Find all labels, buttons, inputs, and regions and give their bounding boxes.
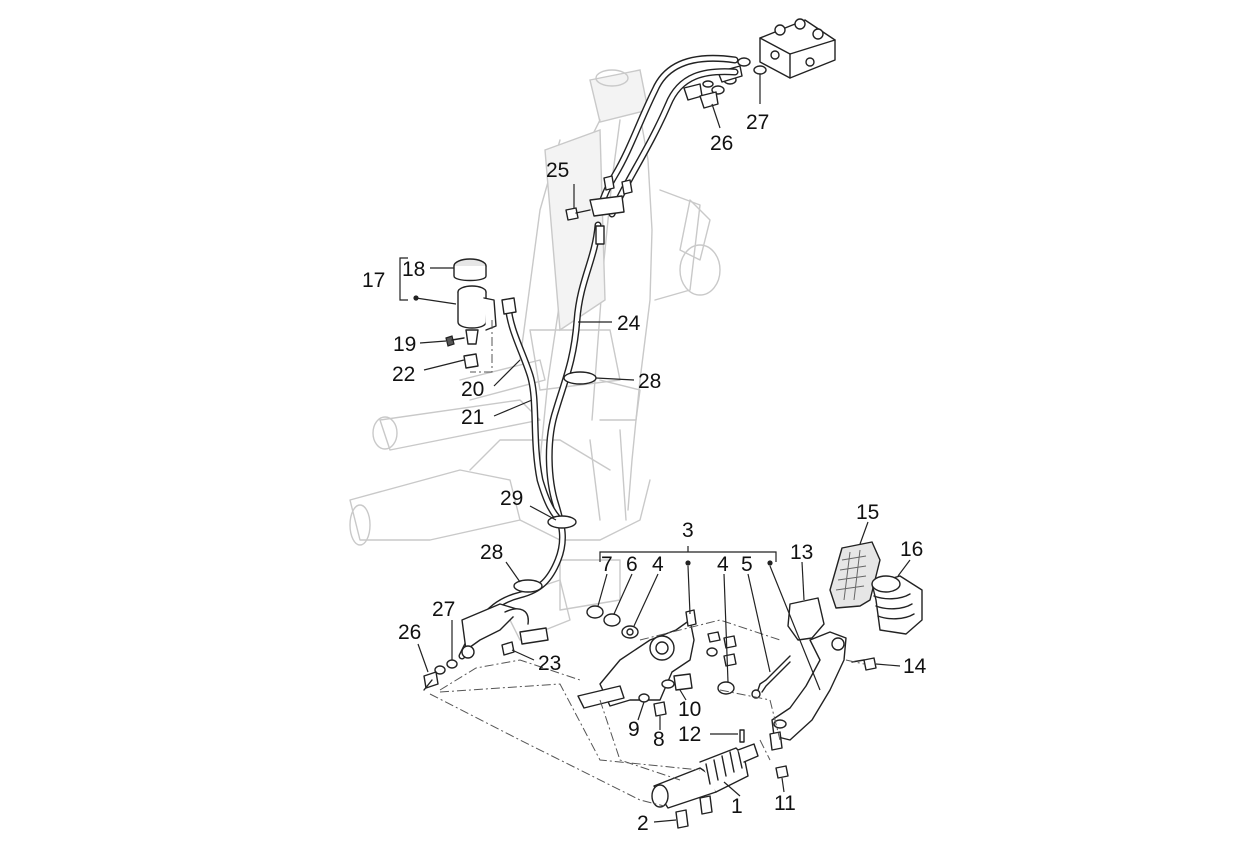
callout-19: 19 [393,333,416,356]
callout-25: 25 [546,159,569,182]
callout-2: 2 [637,812,649,835]
assembly-lines [429,619,865,807]
callout-9: 9 [628,718,640,741]
callout-labels: 1 2 3 4 4 5 6 7 8 9 10 11 12 13 14 15 16… [362,111,927,835]
return-spring [751,655,791,699]
frame-ghost [349,69,721,641]
callout-7: 7 [601,553,613,576]
callout-23: 23 [538,652,561,675]
pedal-pad [829,541,881,609]
left-banjo-fitting [423,603,549,691]
callout-8: 8 [653,728,665,751]
callout-10: 10 [678,698,701,721]
brake-pedal [769,597,847,751]
callout-28b: 28 [480,541,503,564]
bushings [586,605,639,639]
callout-24: 24 [617,312,641,335]
abs-hydraulic-unit [759,18,836,79]
callout-27a: 27 [746,111,769,134]
rubber-boot [871,575,923,635]
callout-17: 17 [362,269,385,292]
callout-12: 12 [678,723,701,746]
master-cylinder [651,729,759,809]
top-fittings [683,57,767,109]
callout-4a: 4 [652,553,664,576]
callout-28a: 28 [638,370,661,393]
callout-20: 20 [461,378,484,401]
bolts-2-11 [675,765,789,829]
callout-13: 13 [790,541,813,564]
brake-fluid-reservoir [445,258,517,369]
callout-11: 11 [774,792,796,815]
callout-15: 15 [856,501,879,524]
callout-3: 3 [682,519,694,542]
callout-21: 21 [461,406,484,429]
pedal-bracket [577,609,697,709]
callout-26a: 26 [710,132,733,155]
callout-22: 22 [392,363,415,386]
callout-5: 5 [741,553,753,576]
dot-3b [767,560,773,566]
small-bolts [706,631,737,695]
hose-junction [589,175,633,245]
callout-1: 1 [731,795,743,818]
callout-29: 29 [500,487,523,510]
callout-14: 14 [903,655,927,678]
leader-lines [399,74,911,823]
callout-27b: 27 [432,598,455,621]
stop-switch [661,673,693,691]
bolt-25 [565,207,591,221]
callout-16: 16 [900,538,923,561]
callout-4b: 4 [717,553,729,576]
reservoir-dash [470,320,493,373]
dot-3a [685,560,691,566]
callout-6: 6 [626,553,638,576]
callout-26b: 26 [398,621,421,644]
callout-18: 18 [402,258,425,281]
dot-17 [413,295,419,301]
